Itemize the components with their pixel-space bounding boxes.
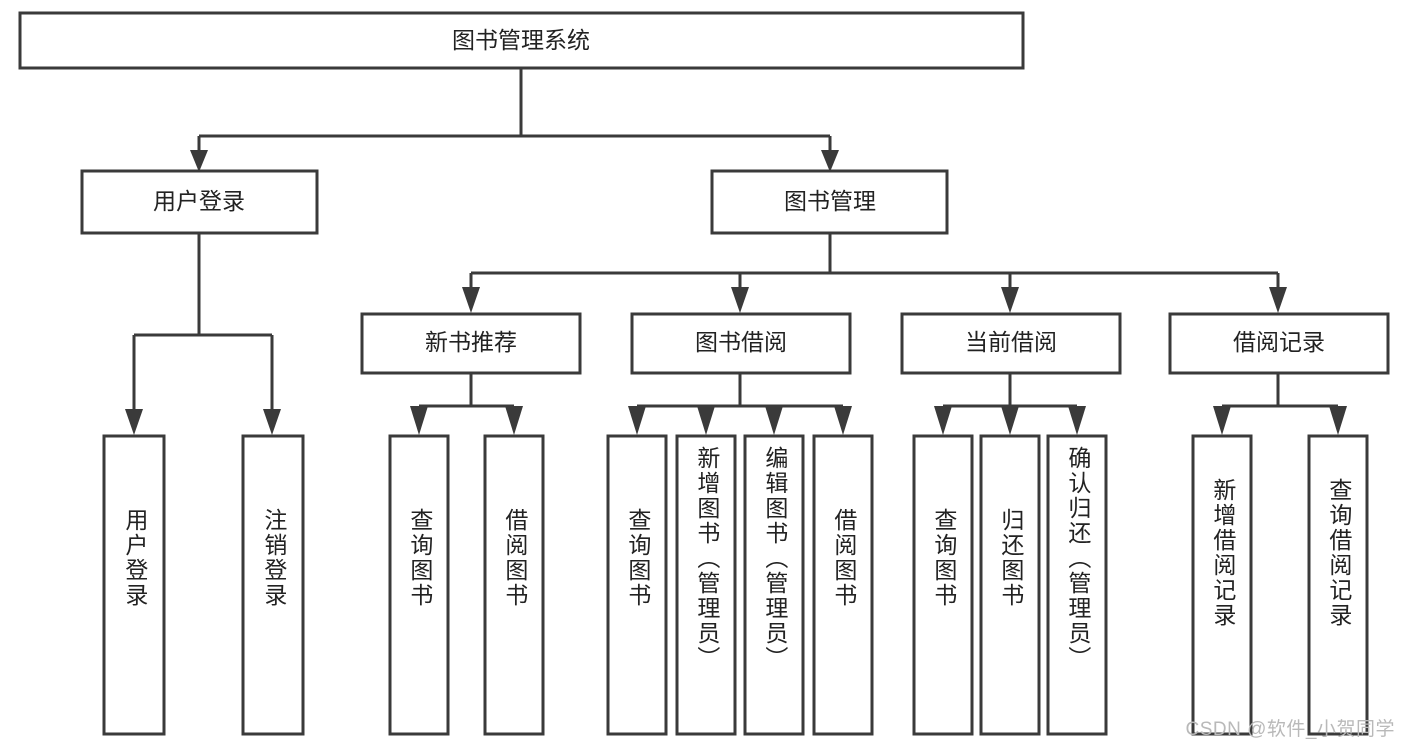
node-leaf-query-book-1-box[interactable]	[388, 434, 450, 736]
node-leaf-query-book-3-box[interactable]	[912, 434, 974, 736]
node-user-login-label: 用户登录	[153, 188, 245, 214]
node-new-book-recommend[interactable]: 新书推荐	[360, 312, 582, 375]
node-leaf-confirm-return-box[interactable]	[1046, 434, 1108, 736]
node-book-manage-label: 图书管理	[784, 188, 876, 214]
arrow-head-leaf-user-login	[125, 409, 143, 435]
arrow-head-leaf-query-book-2	[628, 406, 646, 435]
node-borrow-record-box[interactable]	[1168, 312, 1390, 375]
arrow-head-current-borrow	[1001, 287, 1019, 313]
node-borrow-record-label: 借阅记录	[1233, 329, 1325, 355]
node-current-borrow-box[interactable]	[900, 312, 1122, 375]
connector-group-borrow-record	[1213, 373, 1347, 435]
node-borrow-record[interactable]: 借阅记录	[1168, 312, 1390, 375]
node-leaf-edit-book-box[interactable]	[743, 434, 805, 736]
arrow-head-leaf-user-logout	[263, 409, 281, 435]
node-book-borrow-box[interactable]	[630, 312, 852, 375]
node-book-manage[interactable]: 图书管理	[710, 169, 949, 235]
node-leaf-borrow-book-1-box[interactable]	[483, 434, 545, 736]
arrow-head-leaf-add-record	[1213, 406, 1231, 435]
node-new-book-recommend-box[interactable]	[360, 312, 582, 375]
arrow-head-leaf-query-record	[1329, 406, 1347, 435]
node-leaf-user-logout-box[interactable]	[241, 434, 305, 736]
node-root[interactable]: 图书管理系统	[18, 11, 1025, 70]
arrow-head-leaf-edit-book	[765, 406, 783, 435]
arrow-head-leaf-borrow-book-1	[505, 406, 523, 435]
node-user-login[interactable]: 用户登录	[80, 169, 319, 235]
connector-group-book-borrow	[628, 373, 852, 435]
connector-group-root	[190, 68, 839, 172]
node-leaf-add-book-box[interactable]	[675, 434, 737, 736]
arrow-head-leaf-query-book-1	[410, 406, 428, 435]
node-root-label: 图书管理系统	[452, 27, 590, 53]
node-leaf-borrow-book-2-box[interactable]	[812, 434, 874, 736]
watermark-text: CSDN @软件_小贺同学	[1185, 719, 1395, 740]
connector-group-book-manage	[462, 233, 1287, 313]
arrow-head-leaf-return-book	[1001, 406, 1019, 435]
arrow-head-leaf-borrow-book-2	[834, 406, 852, 435]
node-current-borrow[interactable]: 当前借阅	[900, 312, 1122, 375]
connector-group-new-book-recommend	[410, 373, 523, 435]
node-user-login-box[interactable]	[80, 169, 319, 235]
node-new-book-recommend-label: 新书推荐	[425, 329, 517, 355]
node-book-manage-box[interactable]	[710, 169, 949, 235]
arrow-head-book-manage	[821, 150, 839, 172]
arrow-head-new-book-recommend	[462, 287, 480, 313]
node-book-borrow-label: 图书借阅	[695, 329, 787, 355]
arrow-head-book-borrow	[731, 287, 749, 313]
node-book-borrow[interactable]: 图书借阅	[630, 312, 852, 375]
arrow-head-leaf-add-book	[697, 406, 715, 435]
arrow-head-leaf-query-book-3	[934, 406, 952, 435]
arrow-head-borrow-record	[1269, 287, 1287, 313]
node-root-box[interactable]	[18, 11, 1025, 70]
connector-group-current-borrow	[934, 373, 1086, 435]
arrow-head-user-login	[190, 150, 208, 172]
connector-group-user-login	[125, 233, 281, 435]
arrow-head-leaf-confirm-return	[1068, 406, 1086, 435]
node-leaf-query-book-2-box[interactable]	[606, 434, 668, 736]
node-leaf-return-book-box[interactable]	[979, 434, 1041, 736]
node-leaf-query-record-box[interactable]	[1307, 434, 1369, 736]
node-leaf-user-login-box[interactable]	[102, 434, 166, 736]
node-leaf-add-record-box[interactable]	[1191, 434, 1253, 736]
node-current-borrow-label: 当前借阅	[965, 329, 1057, 355]
